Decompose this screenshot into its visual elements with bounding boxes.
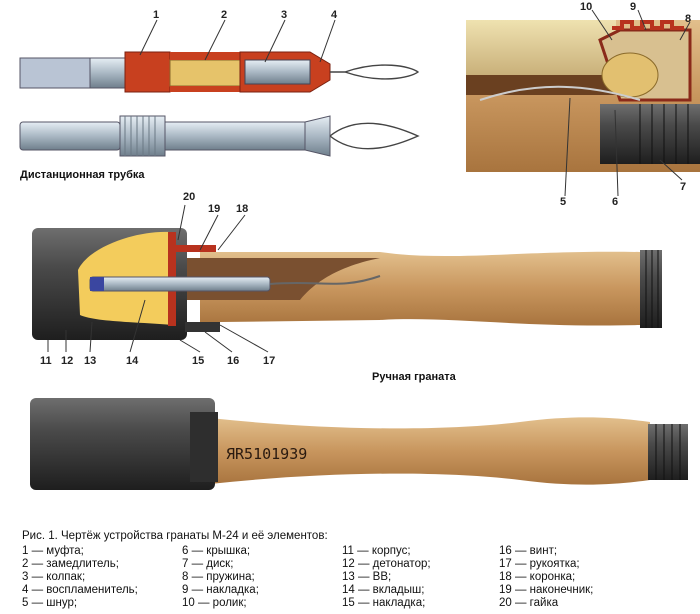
cap-cover <box>612 20 684 30</box>
legend-column: 16 — винт; 17 — рукоятка; 18 — коронка; … <box>499 545 593 610</box>
legend-item: 3 — колпак; <box>22 571 86 583</box>
handle <box>210 417 650 485</box>
detonator <box>90 277 104 291</box>
fuse-tube-section <box>19 51 420 93</box>
callout-18: 18 <box>236 203 248 215</box>
handle-thread <box>648 424 688 480</box>
legend-item: 16 — винт; <box>499 545 558 557</box>
legend-item: 9 — накладка; <box>182 584 259 596</box>
figure-legend: Рис. 1. Чертёж устройства гранаты М-24 и… <box>22 530 692 610</box>
callout-19: 19 <box>208 203 220 215</box>
legend-item: 13 — ВВ; <box>342 571 392 583</box>
roller <box>601 52 659 98</box>
callout-15: 15 <box>192 355 204 367</box>
cord <box>479 85 641 101</box>
legend-item: 1 — муфта; <box>22 545 84 557</box>
detonator-tube <box>89 276 271 292</box>
callout-3: 3 <box>281 9 287 21</box>
callout-13: 13 <box>84 355 96 367</box>
grenade-cutaway: 20 19 18 11 12 13 14 15 16 17 <box>32 191 662 367</box>
hand-grenade-caption: Ручная граната <box>372 371 457 383</box>
legend-item: 12 — детонатор; <box>342 558 431 570</box>
legend-item: 11 — корпус; <box>342 545 411 557</box>
legend-title: Рис. 1. Чертёж устройства гранаты М-24 и… <box>22 530 328 542</box>
legend-item: 10 — ролик; <box>182 597 247 609</box>
legend-item: 6 — крышка; <box>182 545 251 557</box>
legend-item: 4 — воспламенитель; <box>22 584 138 596</box>
legend-column: 1 — муфта; 2 — замедлитель; 3 — колпак; … <box>22 545 182 610</box>
callout-11: 11 <box>40 355 52 367</box>
callout-8: 8 <box>685 13 691 25</box>
callout-4: 4 <box>331 9 338 21</box>
callout-9: 9 <box>630 1 636 13</box>
legend-item: 7 — диск; <box>182 558 234 570</box>
callout-5: 5 <box>560 196 566 208</box>
callout-16: 16 <box>227 355 239 367</box>
fuse-tube-exterior <box>19 115 420 157</box>
callout-7: 7 <box>680 181 686 193</box>
callout-17: 17 <box>263 355 275 367</box>
handle-thread <box>640 250 662 328</box>
legend-item: 14 — вкладыш; <box>342 584 425 596</box>
pull-loop <box>330 64 420 80</box>
callout-2: 2 <box>221 9 227 21</box>
callout-12: 12 <box>61 355 73 367</box>
legend-column: 11 — корпус; 12 — детонатор; 13 — ВВ; 14… <box>342 545 499 610</box>
grenade-body <box>30 398 215 490</box>
grenade-exterior: ЯR5101939 <box>30 398 688 490</box>
fuse-delay <box>169 59 241 87</box>
callout-6: 6 <box>612 196 618 208</box>
legend-item: 19 — наконечник; <box>499 584 594 596</box>
cap-detail: 10 9 8 7 6 5 <box>466 1 700 208</box>
fuse-porcelain-bead <box>19 57 91 89</box>
callout-14: 14 <box>126 355 139 367</box>
legend-item: 2 — замедлитель; <box>22 558 119 570</box>
callout-10: 10 <box>580 1 592 13</box>
legend-item: 5 — шнур; <box>22 597 78 609</box>
callout-1: 1 <box>153 9 159 21</box>
legend-column: 6 — крышка; 7 — диск; 8 — пружина; 9 — н… <box>182 545 342 610</box>
callout-20: 20 <box>183 191 195 203</box>
legend-item: 17 — рукоятка; <box>499 558 580 570</box>
legend-item: 20 — гайка <box>499 597 559 609</box>
legend-item: 15 — накладка; <box>342 597 426 609</box>
serial-number: ЯR5101939 <box>226 445 307 463</box>
fuse-coupling <box>124 51 171 93</box>
legend-item: 18 — коронка; <box>499 571 576 583</box>
fuse-callouts: 1 2 3 4 <box>139 9 338 63</box>
legend-item: 8 — пружина; <box>182 571 255 583</box>
fuse-tube-caption: Дистанционная трубка <box>20 169 145 181</box>
